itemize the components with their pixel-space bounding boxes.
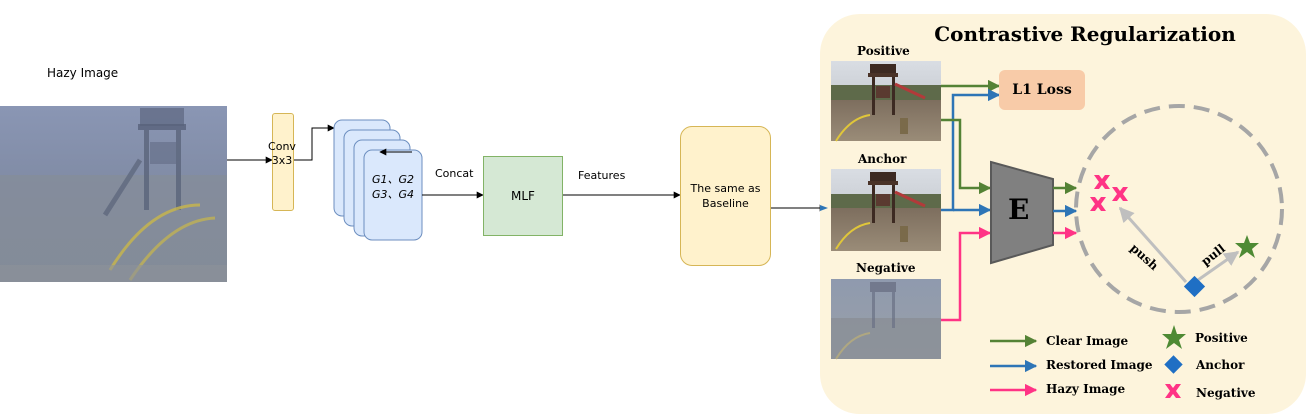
positive-photo xyxy=(831,61,941,142)
pull-arrow xyxy=(1197,250,1240,282)
push-arrow xyxy=(1118,206,1188,283)
mlf-label: MLF xyxy=(511,189,535,203)
group-stack xyxy=(333,119,423,241)
negative-photo xyxy=(831,279,941,360)
arrow-conv-to-groups xyxy=(292,124,335,161)
legend-hazy-text: Hazy Image xyxy=(1046,382,1126,396)
legend-positive-text: Positive xyxy=(1195,331,1248,345)
l1-loss-label: L1 Loss xyxy=(1012,82,1072,98)
contrastive-title: Contrastive Regularization xyxy=(934,22,1236,46)
restored-to-l1-arrow xyxy=(941,88,1001,212)
groups-label-line2: G3、G4 xyxy=(371,188,415,201)
legend-cross-icon xyxy=(1165,384,1181,398)
hazy-image-label: Hazy Image xyxy=(47,66,119,80)
embedding-space-circle xyxy=(1074,104,1284,314)
legend-restored-text: Restored Image xyxy=(1046,358,1153,372)
conv-label-line2: 3x3 xyxy=(271,154,293,167)
negative-label: Negative xyxy=(856,261,916,275)
legend-clear-text: Clear Image xyxy=(1046,334,1129,348)
groups-label-line1: G1、G2 xyxy=(371,173,415,186)
positive-star-icon xyxy=(1235,235,1259,258)
legend-negative-text: Negative xyxy=(1196,386,1256,400)
conv-label: Conv 3x3 xyxy=(262,140,302,168)
legend-anchor-text: Anchor xyxy=(1196,358,1245,372)
encoder-block xyxy=(990,160,1054,265)
groups-label: G1、G2 G3、G4 xyxy=(364,172,422,202)
conv-label-line1: Conv xyxy=(268,140,296,153)
baseline-label: The same as Baseline xyxy=(680,181,771,211)
negative-cross-icons xyxy=(1090,175,1128,211)
positive-label: Positive xyxy=(857,44,910,58)
baseline-block xyxy=(680,126,771,266)
l1-loss-block: L1 Loss xyxy=(999,70,1085,110)
anchor-photo xyxy=(831,169,941,251)
features-label: Features xyxy=(578,169,626,182)
baseline-label-line2: Baseline xyxy=(702,197,749,210)
encoder-label: E xyxy=(1008,193,1030,226)
baseline-label-line1: The same as xyxy=(690,182,761,195)
contrastive-panel xyxy=(820,14,1306,414)
legend-star-icon xyxy=(1162,325,1186,349)
mlf-block: MLF xyxy=(483,156,563,236)
hazy-input-image xyxy=(0,106,227,282)
conv-block xyxy=(272,113,294,211)
anchor-label: Anchor xyxy=(858,152,907,166)
hazy-to-encoder-arrow xyxy=(941,226,992,322)
clear-to-encoder-arrow xyxy=(941,118,992,195)
concat-label: Concat xyxy=(435,167,474,180)
legend-diamond-icon xyxy=(1164,355,1183,374)
